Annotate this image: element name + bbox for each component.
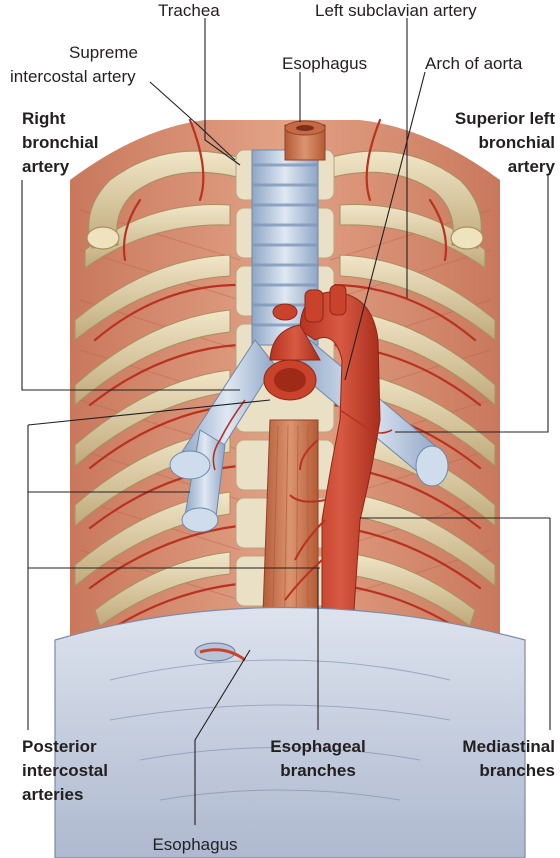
label-esophagus-top: Esophagus xyxy=(282,54,367,73)
label-esophageal-branches-1: Esophageal xyxy=(270,737,365,756)
label-posterior-intercostal-1: Posterior xyxy=(22,737,97,756)
label-arch-of-aorta: Arch of aorta xyxy=(425,54,523,73)
aorta xyxy=(263,284,381,641)
labels: Trachea Left subclavian artery Supreme i… xyxy=(10,1,556,854)
first-ribs xyxy=(86,150,484,250)
label-esophageal-branches-2: branches xyxy=(280,761,356,780)
label-superior-left-bronchial-3: artery xyxy=(508,157,556,176)
label-right-bronchial-3: artery xyxy=(22,157,70,176)
label-esophagus-bottom: Esophagus xyxy=(152,835,237,854)
label-left-subclavian-artery: Left subclavian artery xyxy=(315,1,477,20)
label-supreme-line2: intercostal artery xyxy=(10,67,136,86)
label-mediastinal-branches-1: Mediastinal xyxy=(462,737,555,756)
bronchial-arteries xyxy=(212,399,393,471)
label-superior-left-bronchial-1: Superior left xyxy=(455,109,555,128)
ribs-right xyxy=(339,204,496,627)
label-mediastinal-branches-2: branches xyxy=(479,761,555,780)
label-trachea: Trachea xyxy=(158,1,220,20)
label-posterior-intercostal-2: intercostal xyxy=(22,761,108,780)
esophagus-upper xyxy=(284,120,326,161)
diaphragm xyxy=(54,606,526,858)
label-supreme-line1: Supreme xyxy=(69,43,138,62)
leader-lines xyxy=(21,18,551,825)
label-superior-left-bronchial-2: bronchial xyxy=(478,133,555,152)
esophagus-lower xyxy=(261,419,326,641)
label-right-bronchial-1: Right xyxy=(22,109,66,128)
label-posterior-intercostal-3: arteries xyxy=(22,785,83,804)
label-right-bronchial-2: bronchial xyxy=(22,133,99,152)
